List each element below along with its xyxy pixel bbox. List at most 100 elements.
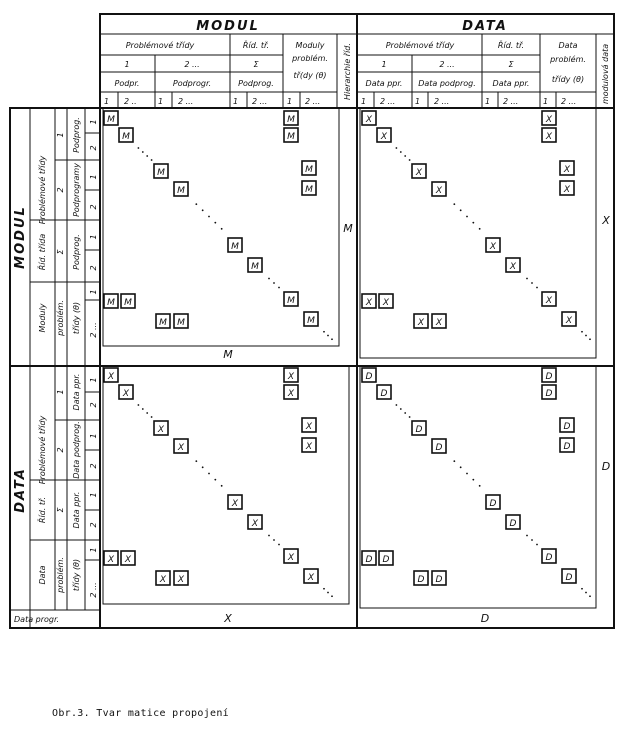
dm-cell: X: [118, 384, 134, 400]
diagonal-dot: [268, 277, 270, 280]
dd-cell: D: [541, 367, 557, 383]
svg-text:X: X: [380, 132, 388, 142]
left-data-title: DATA: [13, 467, 28, 513]
dm-cell: X: [283, 367, 299, 383]
left-index-cell: 1: [89, 234, 98, 239]
mm-cell: M: [173, 181, 189, 197]
svg-text:X: X: [124, 555, 132, 565]
top-index-cell: 1: [104, 97, 109, 106]
svg-text:Podprog.: Podprog.: [72, 117, 81, 153]
svg-text:Problémové třídy: Problémové třídy: [37, 415, 47, 484]
md-cell: X: [485, 237, 501, 253]
mm-side-label: M: [343, 222, 353, 235]
top-index-cell: 1: [287, 97, 292, 106]
md-side-label: X: [601, 214, 610, 227]
svg-text:X: X: [563, 185, 571, 195]
dd-cell: D: [541, 548, 557, 564]
dd-cell: D: [559, 417, 575, 433]
left-index-cell: 1: [89, 492, 98, 497]
diagonal-dot: [453, 203, 456, 206]
svg-text:Říd. tř.: Říd. tř.: [36, 497, 47, 523]
diagonal-dot: [195, 203, 198, 206]
dd-cell: D: [505, 514, 521, 530]
diagonal-dot: [472, 221, 475, 224]
svg-text:1: 1: [56, 132, 65, 137]
svg-text:Moduly: Moduly: [38, 303, 47, 332]
svg-text:D: D: [436, 575, 443, 585]
svg-text:Moduly: Moduly: [296, 41, 325, 50]
svg-text:X: X: [287, 389, 295, 399]
svg-text:D: D: [566, 573, 573, 583]
left-index-cell: 2 ...: [89, 322, 98, 337]
diagonal-dot: [404, 412, 407, 414]
diagonal-dot: [331, 595, 333, 598]
md-cell: X: [541, 110, 557, 126]
svg-text:X: X: [107, 372, 115, 382]
md-cell: X: [376, 127, 392, 143]
diagonal-dot: [526, 277, 528, 280]
dd-cell: D: [561, 568, 577, 584]
dm-cell: X: [155, 570, 171, 586]
dm-cell: X: [247, 514, 263, 530]
svg-text:2 ...: 2 ...: [184, 60, 199, 69]
dm-cell: X: [103, 367, 119, 383]
diagonal-dot: [472, 478, 475, 481]
diagonal-dot: [526, 534, 528, 537]
diagonal-dot: [214, 221, 217, 224]
svg-text:X: X: [435, 318, 443, 328]
dd-side-label: D: [602, 460, 610, 473]
svg-text:M: M: [305, 185, 313, 195]
top-data-title: DATA: [462, 19, 508, 34]
diagonal-dot: [585, 591, 587, 594]
svg-text:D: D: [366, 372, 373, 382]
mm-cell: M: [120, 293, 136, 309]
mm-cell: M: [283, 110, 299, 126]
svg-text:D: D: [546, 553, 553, 563]
svg-text:X: X: [382, 298, 390, 308]
top-index-cell: 1: [415, 97, 420, 106]
left-index-cell: 1: [89, 174, 98, 179]
top-modul-prob-classes: Problémové třídy: [126, 40, 195, 50]
svg-text:1: 1: [381, 60, 386, 69]
top-index-cell: 1: [361, 97, 366, 106]
top-data-modul-data: modulová data: [601, 44, 610, 104]
svg-text:Data ppr.: Data ppr.: [72, 492, 81, 529]
diagonal-dot: [208, 472, 210, 475]
mm-cell: M: [103, 110, 119, 126]
diagonal-dot: [268, 534, 270, 537]
top-index-cell: 2 ...: [561, 97, 576, 106]
svg-text:X: X: [365, 298, 373, 308]
md-cell: X: [561, 311, 577, 327]
diagonal-dot: [137, 404, 140, 406]
svg-text:třídy (θ): třídy (θ): [552, 75, 584, 84]
dd-cell: D: [431, 438, 447, 454]
diagonal-dot: [478, 484, 481, 487]
svg-text:D: D: [366, 555, 373, 565]
dd-cell: D: [413, 570, 429, 586]
diagonal-dot: [399, 151, 402, 153]
svg-text:D: D: [436, 443, 443, 453]
diagonal-dot: [453, 460, 456, 463]
diagonal-dot: [589, 595, 591, 598]
top-index-cell: 2 ...: [380, 97, 395, 106]
diagonal-dot: [327, 334, 329, 337]
diagonal-dot: [278, 286, 280, 289]
svg-text:Podprogr.: Podprogr.: [173, 79, 211, 88]
diagonal-dot: [585, 334, 587, 337]
md-cell: X: [541, 291, 557, 307]
md-cell: X: [559, 180, 575, 196]
svg-text:M: M: [287, 132, 295, 142]
svg-text:X: X: [287, 372, 295, 382]
md-cell: X: [541, 127, 557, 143]
dd-bottom-label: D: [481, 612, 489, 625]
svg-text:Problémové třídy: Problémové třídy: [37, 155, 47, 224]
svg-text:M: M: [251, 262, 259, 272]
diagonal-dot: [404, 155, 407, 157]
diagonal-dot: [150, 416, 153, 418]
figure-caption: Obr.3. Tvar matice propojení: [52, 708, 229, 719]
left-index-cell: 1: [89, 119, 98, 124]
svg-text:Data podprog.: Data podprog.: [418, 79, 476, 88]
svg-text:Podprog.: Podprog.: [72, 234, 81, 270]
svg-text:Data ppr.: Data ppr.: [366, 79, 403, 88]
md-cell: X: [378, 293, 394, 309]
